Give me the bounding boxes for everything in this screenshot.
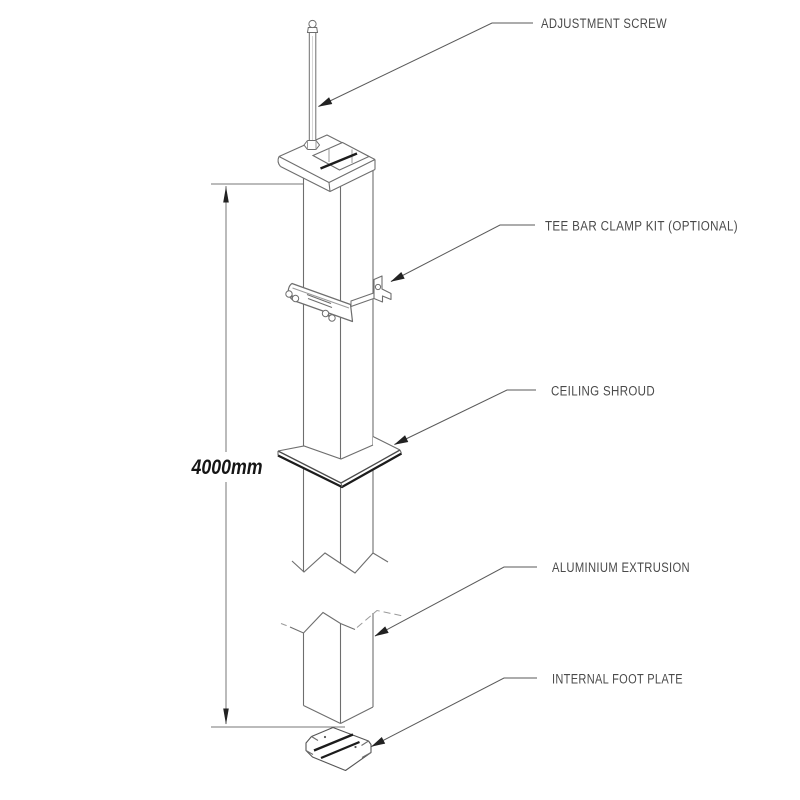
shroud-hole-edges (277, 444, 374, 460)
top-cap (277, 134, 376, 193)
label-ceiling-shroud: CEILING SHROUD (551, 384, 655, 399)
clamp-bracket-ridge (292, 287, 350, 309)
leader-aluminium-extrusion (374, 566, 537, 637)
clamp-bracket-body (287, 282, 354, 323)
foot-plate-slots (313, 733, 360, 760)
screw-head-dome (308, 19, 317, 29)
shroud-top-right-edge (372, 436, 401, 451)
top-cap-side-edges (277, 156, 376, 192)
label-tee-bar-clamp-kit: TEE BAR CLAMP KIT (OPTIONAL) (545, 219, 738, 234)
adjustment-screw-part (303, 19, 321, 150)
hex-nut-facets (307, 140, 317, 150)
wing-screw-center (327, 314, 330, 317)
wing-screw-icon (285, 290, 293, 298)
column-bottom-edges (303, 705, 374, 724)
leader-internal-foot-plate (371, 677, 537, 747)
clamp-bolt-icon (374, 283, 382, 291)
internal-foot-plate-part (305, 726, 372, 772)
label-internal-foot-plate: INTERNAL FOOT PLATE (552, 672, 683, 687)
ceiling-shroud-plate (277, 436, 403, 489)
leader-adjustment-screw (318, 22, 533, 107)
foot-plate-flange-folds (305, 736, 372, 758)
clamp-right-bracket (373, 275, 392, 303)
column-upper (291, 168, 389, 574)
label-adjustment-screw: ADJUSTMENT SCREW (541, 16, 667, 31)
wing-screw-icon (291, 294, 300, 303)
break-line-lower (289, 611, 356, 634)
part-labels: ADJUSTMENT SCREW TEE BAR CLAMP KIT (OPTI… (541, 16, 738, 687)
foot-plate-rivet (354, 745, 357, 749)
screw-head-flange (306, 27, 319, 33)
label-aluminium-extrusion: ALUMINIUM EXTRUSION (552, 560, 690, 575)
break-line-lower-hidden (356, 609, 404, 628)
screw-hex-nut (303, 140, 321, 150)
leader-tee-bar-clamp (390, 224, 535, 282)
leader-ceiling-shroud (394, 389, 536, 445)
opening-bold-edge (320, 152, 358, 170)
column-lower (280, 609, 404, 724)
shroud-thickness-edges (277, 449, 403, 488)
foot-plate-rivet (323, 735, 327, 739)
wing-screw-icon (321, 309, 330, 318)
break-line-upper (291, 552, 389, 574)
wing-screw-center (290, 295, 294, 298)
tee-bar-clamp (285, 275, 392, 323)
leader-lines (318, 22, 537, 747)
foot-plate-body (305, 726, 372, 772)
dimension-label: 4000mm (191, 456, 263, 479)
shroud-surface (278, 436, 402, 487)
clamp-slot (306, 293, 333, 309)
dimension-assembly: 4000mm (191, 183, 345, 728)
wing-screw-icon (328, 314, 336, 322)
break-line-lower-hidden-left (280, 623, 290, 627)
